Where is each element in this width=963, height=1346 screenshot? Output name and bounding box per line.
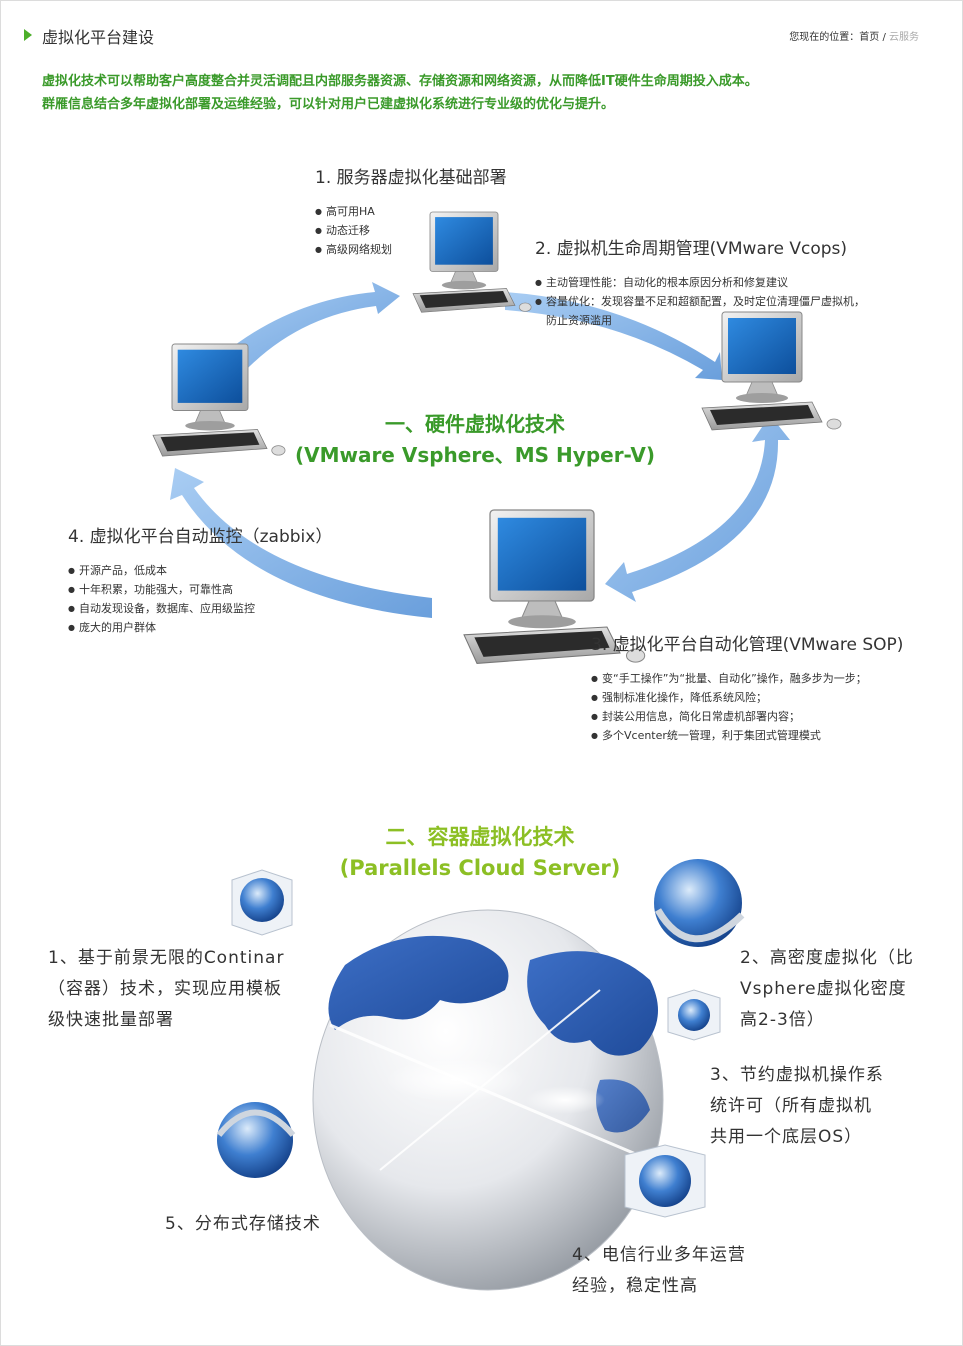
container-feature-1: 1、基于前景无限的Continar （容器）技术，实现应用模板 级快速批量部署 bbox=[48, 943, 318, 1036]
container-virtualization-title: 二、容器虚拟化技术 (Parallels Cloud Server) bbox=[280, 822, 680, 884]
breadcrumb-separator: / bbox=[882, 32, 886, 43]
bullet-list: 高可用HA 动态迁移 高级网络规划 bbox=[315, 202, 507, 259]
cube-globe-icon bbox=[624, 1144, 706, 1218]
list-item-continuation: 防止资源滥用 bbox=[546, 314, 612, 327]
list-item: 主动管理性能：自动化的根本原因分析和修复建议 bbox=[535, 273, 865, 292]
container-title-en: (Parallels Cloud Server) bbox=[339, 856, 621, 880]
bullet-list: 开源产品，低成本 十年积累，功能强大，可靠性高 自动发现设备，数据库、应用级监控… bbox=[68, 561, 332, 637]
list-item: 封装公用信息，简化日常虚机部署内容； bbox=[591, 707, 903, 726]
hw-section-1: 1. 服务器虚拟化基础部署 高可用HA 动态迁移 高级网络规划 bbox=[315, 163, 507, 259]
section-title: 2. 虚拟机生命周期管理(VMware Vcops) bbox=[535, 239, 848, 259]
globe-illustration bbox=[216, 859, 745, 1291]
page-title: 虚拟化平台建设 bbox=[42, 28, 155, 47]
list-item: 容量优化：发现容量不足和超额配置，及时定位清理僵尸虚拟机， bbox=[535, 292, 865, 311]
triangle-bullet-icon bbox=[24, 29, 32, 41]
feature-line: 1、基于前景无限的Continar bbox=[48, 948, 285, 968]
feature-line: 4、电信行业多年运营 bbox=[572, 1245, 746, 1265]
feature-line: 级快速批量部署 bbox=[48, 1010, 174, 1030]
list-item: 多个Vcenter统一管理，利于集团式管理模式 bbox=[591, 726, 903, 745]
feature-line: 高2-3倍） bbox=[740, 1010, 825, 1030]
hw-section-3: 3. 虚拟化平台自动化管理(VMware SOP) 变“手工操作”为“批量、自动… bbox=[591, 630, 903, 745]
hardware-title-en: (VMware Vsphere、MS Hyper-V) bbox=[294, 443, 656, 467]
feature-line: 3、节约虚拟机操作系 bbox=[710, 1065, 884, 1085]
cycle-arrow-icon bbox=[222, 282, 400, 372]
feature-line: 5、分布式存储技术 bbox=[165, 1214, 321, 1234]
container-feature-3: 3、节约虚拟机操作系 统许可（所有虚拟机 共用一个底层OS） bbox=[710, 1060, 940, 1153]
breadcrumb-prefix: 您现在的位置： bbox=[789, 32, 860, 43]
continent-shape bbox=[328, 935, 509, 1030]
container-feature-2: 2、高密度虚拟化（比 Vsphere虚拟化密度 高2-3倍） bbox=[740, 943, 950, 1036]
cube-globe-icon bbox=[654, 859, 745, 947]
hw-section-4: 4. 虚拟化平台自动监控（zabbix） 开源产品，低成本 十年积累，功能强大，… bbox=[68, 522, 332, 637]
intro-text: 虚拟化技术可以帮助客户高度整合并灵活调配且内部服务器资源、存储资源和网络资源，从… bbox=[42, 70, 922, 116]
hw-section-2: 2. 虚拟机生命周期管理(VMware Vcops) 主动管理性能：自动化的根本… bbox=[535, 234, 865, 330]
feature-line: 经验，稳定性高 bbox=[572, 1276, 698, 1296]
list-item: 十年积累，功能强大，可靠性高 bbox=[68, 580, 332, 599]
intro-line-1: 虚拟化技术可以帮助客户高度整合并灵活调配且内部服务器资源、存储资源和网络资源，从… bbox=[42, 74, 758, 89]
list-item: 高可用HA bbox=[315, 202, 507, 221]
list-item: 动态迁移 bbox=[315, 221, 507, 240]
continent-shape bbox=[527, 951, 658, 1056]
hardware-title-cn: 一、硬件虚拟化技术 bbox=[385, 412, 565, 436]
bullet-list: 主动管理性能：自动化的根本原因分析和修复建议 容量优化：发现容量不足和超额配置，… bbox=[535, 273, 865, 330]
list-item: 强制标准化操作，降低系统风险； bbox=[591, 688, 903, 707]
container-feature-5: 5、分布式存储技术 bbox=[165, 1209, 365, 1240]
list-item: 开源产品，低成本 bbox=[68, 561, 332, 580]
breadcrumb-current: 云服务 bbox=[889, 32, 919, 43]
intro-line-2: 群雁信息结合多年虚拟化部署及运维经验，可以针对用户已建虚拟化系统进行专业级的优化… bbox=[42, 97, 615, 112]
section-title: 1. 服务器虚拟化基础部署 bbox=[315, 168, 507, 188]
section-title: 3. 虚拟化平台自动化管理(VMware SOP) bbox=[591, 635, 904, 655]
hardware-virtualization-title: 一、硬件虚拟化技术 (VMware Vsphere、MS Hyper-V) bbox=[250, 409, 700, 471]
feature-line: 统许可（所有虚拟机 bbox=[710, 1096, 872, 1116]
cycle-arrow-icon bbox=[605, 415, 790, 602]
feature-line: （容器）技术，实现应用模板 bbox=[48, 979, 282, 999]
breadcrumb: 您现在的位置：首页 / 云服务 bbox=[789, 28, 919, 43]
feature-line: Vsphere虚拟化密度 bbox=[740, 979, 907, 999]
list-item: 自动发现设备，数据库、应用级监控 bbox=[68, 599, 332, 618]
cube-globe-icon bbox=[216, 1102, 296, 1178]
breadcrumb-home-link[interactable]: 首页 bbox=[859, 32, 880, 43]
container-title-cn: 二、容器虚拟化技术 bbox=[385, 825, 575, 849]
cube-globe-icon bbox=[667, 989, 721, 1041]
container-feature-4: 4、电信行业多年运营 经验，稳定性高 bbox=[572, 1240, 802, 1302]
cycle-arrow-icon bbox=[505, 292, 722, 380]
list-item: 高级网络规划 bbox=[315, 240, 507, 259]
cube-globe-icon bbox=[231, 869, 293, 936]
list-item: 变“手工操作”为“批量、自动化”操作，融多步为一步； bbox=[591, 669, 903, 688]
list-item: 庞大的用户群体 bbox=[68, 618, 332, 637]
feature-line: 共用一个底层OS） bbox=[710, 1127, 863, 1147]
section-title: 4. 虚拟化平台自动监控（zabbix） bbox=[68, 527, 333, 547]
continent-shape bbox=[596, 1079, 650, 1133]
feature-line: 2、高密度虚拟化（比 bbox=[740, 948, 914, 968]
bullet-list: 变“手工操作”为“批量、自动化”操作，融多步为一步； 强制标准化操作，降低系统风… bbox=[591, 669, 903, 745]
